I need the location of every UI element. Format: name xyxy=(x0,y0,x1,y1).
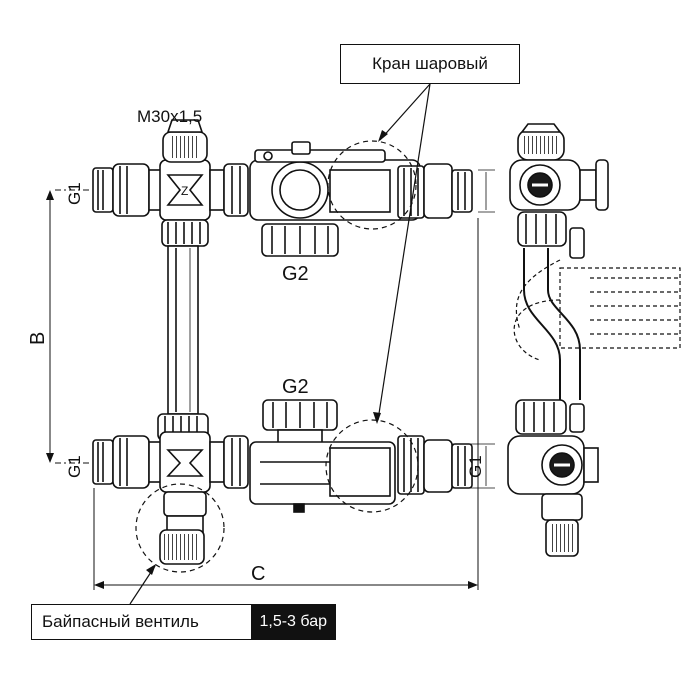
g2-label-lower: G2 xyxy=(282,376,309,398)
lower-manifold xyxy=(92,413,249,493)
thread-label: M30x1,5 xyxy=(137,107,202,126)
dimension-lines xyxy=(46,169,495,590)
upper-manifold: Z xyxy=(92,119,249,247)
dimension-b-label: B xyxy=(27,332,49,345)
g1-label-upper-left: G1 xyxy=(65,182,84,205)
svg-text:Z: Z xyxy=(181,184,188,198)
bypass-pressure-badge: 1,5-3 бар xyxy=(251,605,335,639)
lower-ball-valve xyxy=(249,399,473,513)
leader-lines xyxy=(129,83,431,605)
g1-label-lower-right: G1 xyxy=(466,455,485,478)
upper-ball-valve-highlight xyxy=(327,140,417,230)
ball-valve-callout: Кран шаровый xyxy=(340,44,520,84)
bypass-valve-highlight xyxy=(135,483,225,573)
connecting-pipe xyxy=(167,245,199,415)
bypass-valve-label: Байпасный вентиль xyxy=(42,612,199,631)
front-view: Z xyxy=(92,119,473,573)
dimension-c-label: C xyxy=(251,563,265,585)
upper-ball-valve xyxy=(249,141,473,257)
lower-ball-valve-highlight xyxy=(325,419,419,513)
side-view xyxy=(507,123,681,557)
drawing-labels: M30x1,5 G1 G1 G1 G2 G2 B C xyxy=(27,107,485,585)
bypass-valve xyxy=(159,491,207,565)
ball-valve-label: Кран шаровый xyxy=(372,54,488,73)
g2-label-upper: G2 xyxy=(282,263,309,285)
g1-label-lower-left: G1 xyxy=(65,455,84,478)
bypass-valve-callout: Байпасный вентиль 1,5-3 бар xyxy=(31,604,336,640)
